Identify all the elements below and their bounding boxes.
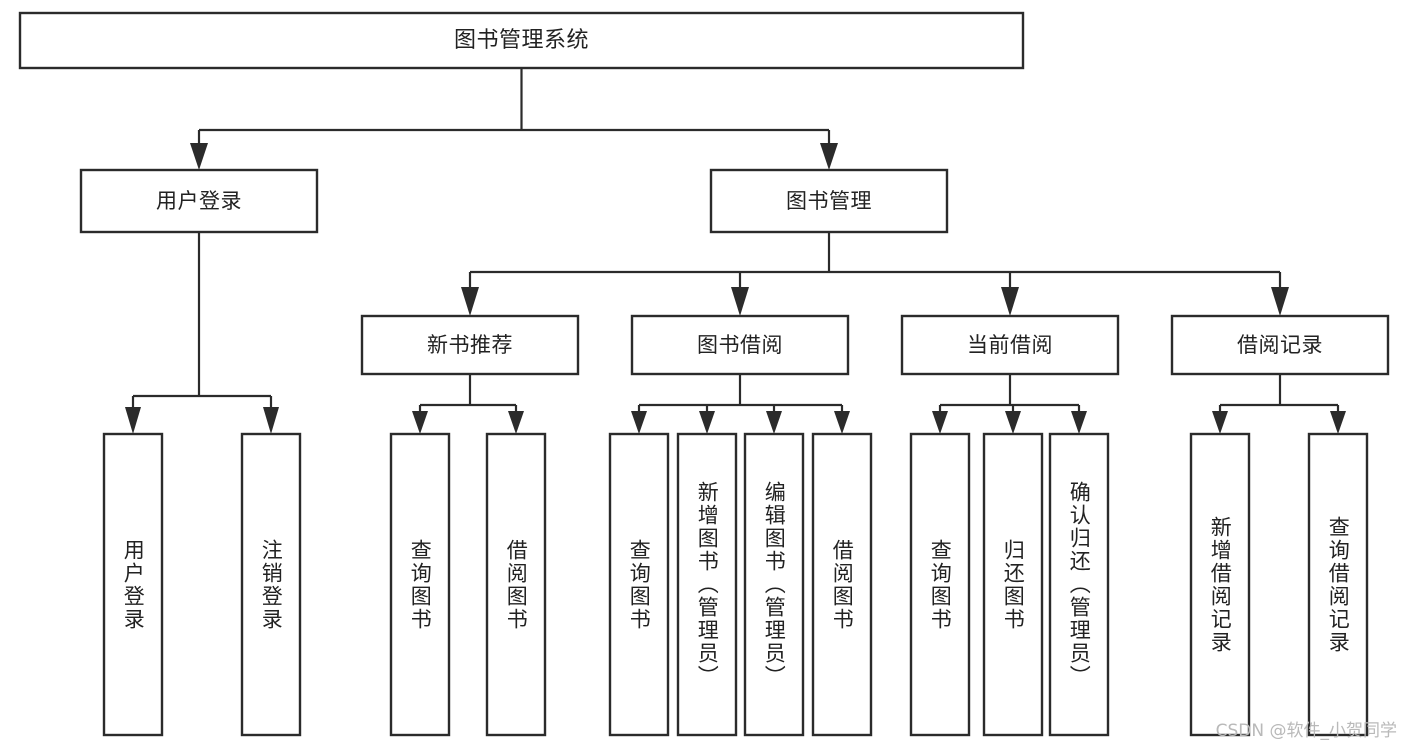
- node-box-leaf-borrow-book[interactable]: [811, 432, 873, 737]
- arrow-head-to-leaf-query-book-borrow: [631, 411, 647, 434]
- connector-group-current-borrow-to-leaves: [932, 374, 1087, 434]
- watermark-text: CSDN @软件_小贺同学: [1215, 721, 1397, 741]
- arrow-head-to-leaf-query-borrow-record: [1330, 411, 1346, 434]
- node-box-leaf-query-book-borrow[interactable]: [608, 432, 670, 737]
- node-box-current-borrow[interactable]: [900, 314, 1120, 376]
- node-box-user-login[interactable]: [79, 168, 319, 234]
- arrow-head-to-new-book-recommend: [461, 287, 479, 316]
- node-box-leaf-edit-book-admin[interactable]: [743, 432, 805, 737]
- arrow-head-to-leaf-add-borrow-record: [1212, 411, 1228, 434]
- connector-group-book-borrow-to-leaves: [631, 374, 850, 434]
- connector-group-book-management-to-level3: [461, 232, 1289, 316]
- arrow-head-to-leaf-user-login: [125, 407, 141, 434]
- node-box-leaf-query-borrow-record[interactable]: [1307, 432, 1369, 737]
- node-box-leaf-borrow-book-recommend[interactable]: [485, 432, 547, 737]
- arrow-head-to-leaf-add-book-admin: [699, 411, 715, 434]
- arrow-head-to-leaf-borrow-book: [834, 411, 850, 434]
- arrow-head-to-current-borrow: [1001, 287, 1019, 316]
- arrow-head-to-borrow-records: [1271, 287, 1289, 316]
- node-box-leaf-query-book-recommend[interactable]: [389, 432, 451, 737]
- node-box-leaf-user-login[interactable]: [102, 432, 164, 737]
- arrow-head-to-book-management: [820, 143, 838, 170]
- node-box-leaf-add-book-admin[interactable]: [676, 432, 738, 737]
- arrow-head-to-user-login: [190, 143, 208, 170]
- arrow-head-to-leaf-query-book-current: [932, 411, 948, 434]
- node-box-book-borrow[interactable]: [630, 314, 850, 376]
- arrow-head-to-leaf-borrow-book-recommend: [508, 411, 524, 434]
- arrow-head-to-leaf-query-book-recommend: [412, 411, 428, 434]
- connector-group-borrow-records-to-leaves: [1212, 374, 1346, 434]
- node-box-leaf-add-borrow-record[interactable]: [1189, 432, 1251, 737]
- connector-group-user-login-to-leaves: [125, 232, 279, 434]
- connector-group-new-book-recommend-to-leaves: [412, 374, 524, 434]
- node-box-leaf-return-book[interactable]: [982, 432, 1044, 737]
- node-box-book-management[interactable]: [709, 168, 949, 234]
- arrow-head-to-leaf-return-book: [1005, 411, 1021, 434]
- arrow-head-to-book-borrow: [731, 287, 749, 316]
- arrow-head-to-leaf-confirm-return-admin: [1071, 411, 1087, 434]
- arrow-head-to-leaf-edit-book-admin: [766, 411, 782, 434]
- node-box-borrow-records[interactable]: [1170, 314, 1390, 376]
- arrow-head-to-leaf-logout-login: [263, 407, 279, 434]
- node-box-root[interactable]: [18, 11, 1025, 70]
- connector-group-root-to-level2: [190, 68, 838, 170]
- node-box-leaf-query-book-current[interactable]: [909, 432, 971, 737]
- node-box-leaf-confirm-return-admin[interactable]: [1048, 432, 1110, 737]
- node-box-new-book-recommend[interactable]: [360, 314, 580, 376]
- node-box-leaf-logout-login[interactable]: [240, 432, 302, 737]
